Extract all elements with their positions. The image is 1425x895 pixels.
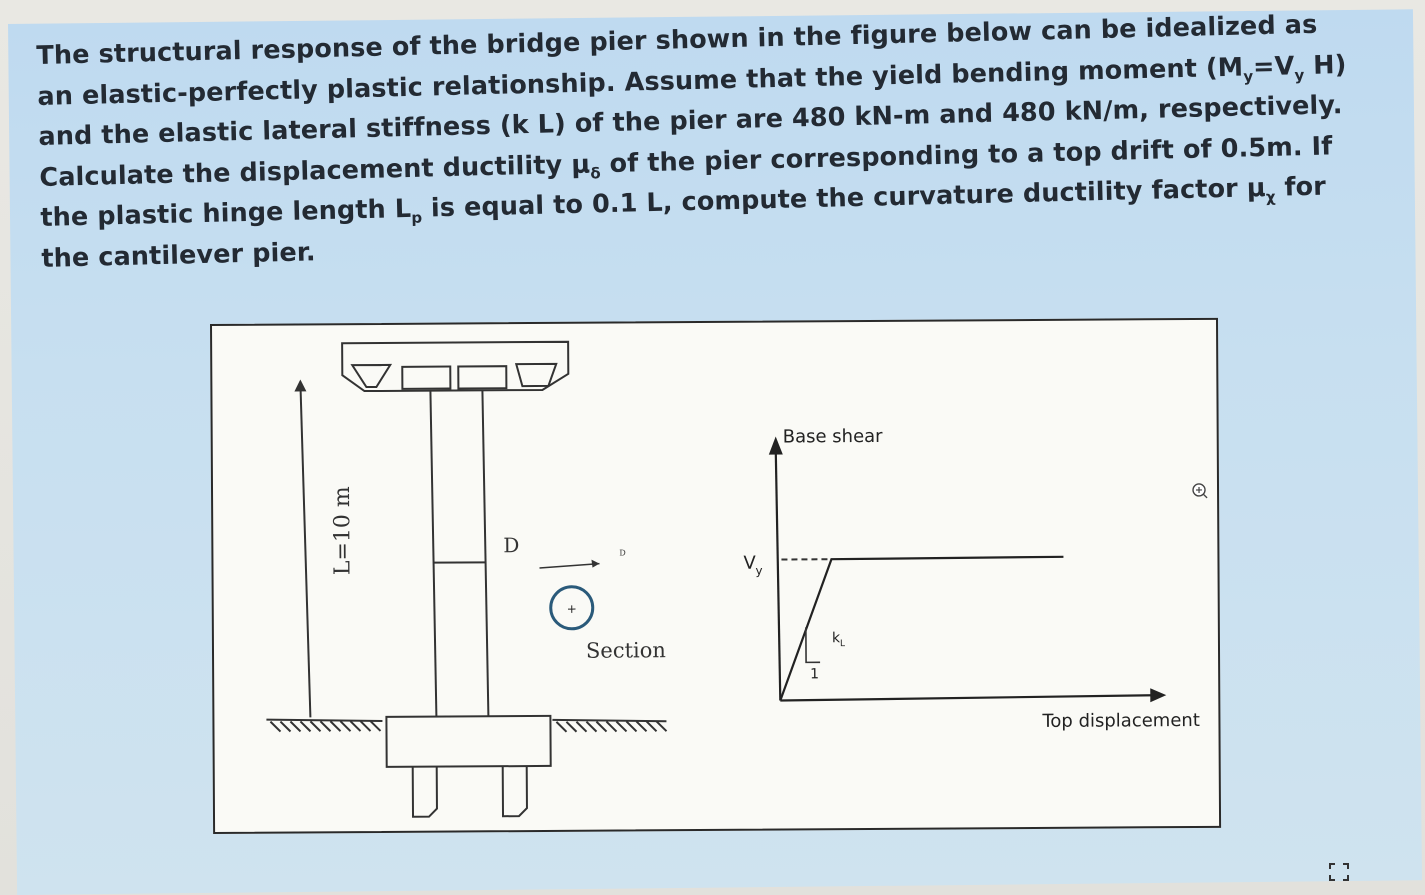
y-axis-label: Base shear <box>783 426 884 448</box>
slope-run-label: 1 <box>810 666 819 682</box>
stiffness-label: k <box>832 630 841 646</box>
svg-text:+: + <box>567 602 577 616</box>
section-label: Section <box>586 638 666 662</box>
problem-line-5-a: the plastic hinge length L <box>40 193 412 233</box>
section-diameter-label: D <box>619 548 625 557</box>
ground-line <box>266 718 668 733</box>
figure: L=10 m D + D Section Base shear T <box>210 317 1222 834</box>
problem-line-2-sub-1: y <box>1243 66 1254 86</box>
foundation <box>385 714 552 818</box>
expand-icon[interactable] <box>1328 862 1350 882</box>
problem-line-5-sub-1: p <box>411 208 423 227</box>
problem-line-2-b: =V <box>1252 50 1295 82</box>
bridge-deck <box>341 340 570 393</box>
height-label: L=10 m <box>330 486 356 575</box>
section-detail: + D Section <box>539 548 666 663</box>
yield-sub: y <box>755 564 762 578</box>
pier-column <box>429 390 490 717</box>
problem-line-5-c: for <box>1275 171 1327 203</box>
problem-line-2-c: H) <box>1303 49 1347 81</box>
problem-line-2-sub-2: y <box>1294 65 1305 84</box>
height-dimension <box>294 379 312 718</box>
figure-drawing: L=10 m D + D Section Base shear T <box>266 340 1208 818</box>
y-axis-arrow <box>768 436 783 455</box>
x-axis-arrow <box>1150 688 1167 703</box>
problem-line-4-sub: δ <box>590 163 601 182</box>
force-displacement-curve <box>779 555 1064 701</box>
yield-label: V <box>743 553 756 574</box>
x-axis-label: Top displacement <box>1041 710 1200 732</box>
diameter-label: D <box>503 533 519 557</box>
problem-statement: The structural response of the bridge pi… <box>36 3 1402 279</box>
graph-axes <box>774 452 1155 702</box>
stiffness-sub: L <box>840 639 845 649</box>
zoom-in-icon[interactable] <box>1192 483 1208 499</box>
slope-triangle <box>805 627 821 664</box>
